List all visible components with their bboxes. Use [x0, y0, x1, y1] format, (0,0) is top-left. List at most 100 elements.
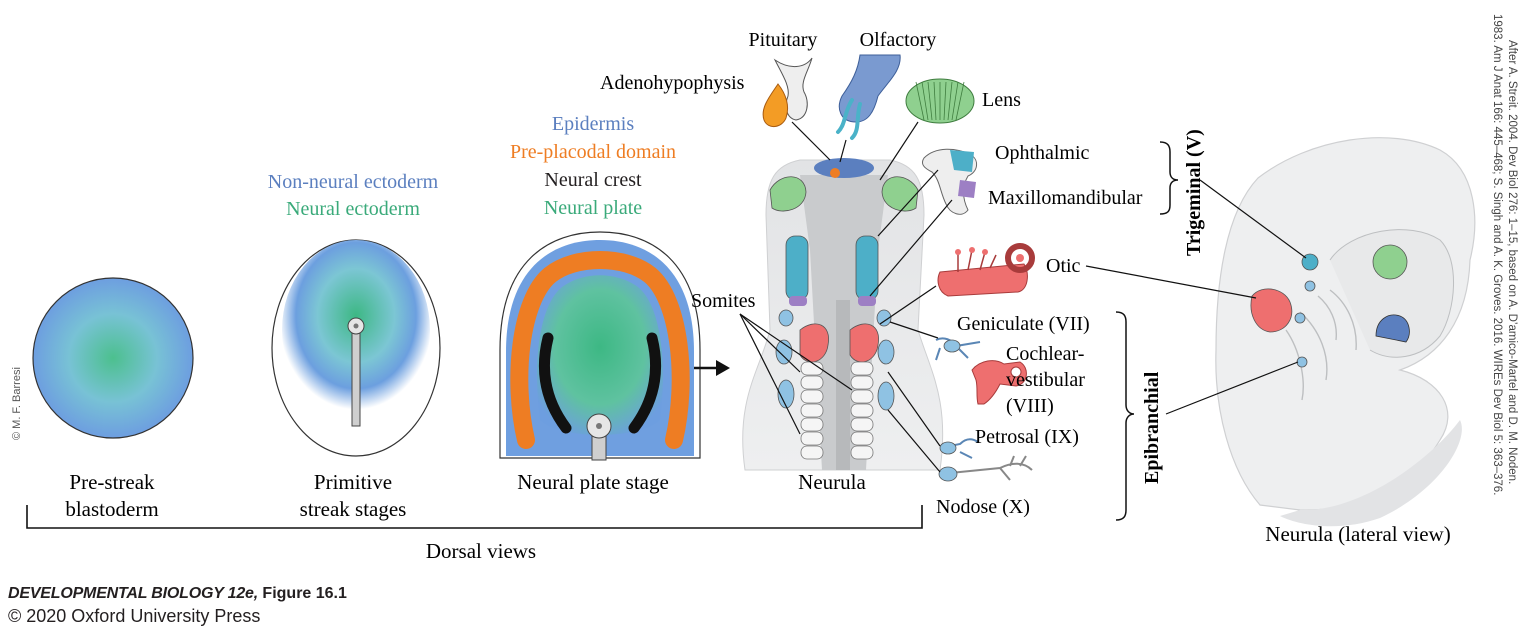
ophthalmic-label: Ophthalmic: [995, 142, 1090, 164]
lens-leader: [879, 121, 919, 181]
maxillo-leader: [869, 199, 953, 297]
somite: [800, 417, 824, 432]
lateral-epibranchial-3: [1296, 356, 1308, 368]
petrosal-leader: [887, 371, 941, 447]
neural-plate-node-center: [596, 423, 602, 429]
lateral-epibranchial-1: [1304, 280, 1316, 292]
somite: [800, 375, 824, 390]
lens-fiber: [921, 81, 929, 121]
petrosal-icon: [939, 438, 979, 459]
lens-fiber: [927, 81, 933, 121]
barresi-copyright: © M. F. Barresi: [11, 367, 23, 440]
somite: [800, 361, 824, 376]
pre-placodal-label: Pre-placodal domain: [510, 141, 676, 163]
pituitary-label: Pituitary: [749, 29, 818, 51]
midline: [836, 300, 850, 470]
ophthalmic-leader: [877, 169, 939, 237]
primitive-label-2: streak stages: [300, 497, 407, 521]
neurula-label: Neurula: [798, 470, 866, 494]
pre-placodal-domain: [510, 251, 690, 449]
lateral-otic-placode: [1250, 288, 1293, 333]
nodose-label: Nodose (X): [936, 496, 1030, 518]
pituitary-leader: [791, 121, 831, 161]
book-credit: DEVELOPMENTAL BIOLOGY 12e, Figure 16.1: [8, 585, 347, 603]
somite: [850, 417, 874, 432]
pituitary-spot: [830, 168, 840, 178]
lateral-embryo-tail: [1280, 420, 1462, 527]
pre-streak-blastoderm: [32, 277, 194, 439]
somite: [850, 431, 874, 446]
neural-plate-stage-label: Neural plate stage: [517, 470, 669, 494]
neural-crest-label: Neural crest: [544, 169, 642, 191]
somite: [800, 389, 824, 404]
somite: [800, 403, 824, 418]
epidermis-label: Epidermis: [552, 113, 634, 135]
epibranchial-right-1: [876, 309, 892, 327]
somite: [850, 375, 874, 390]
branchial-arches: [1285, 289, 1357, 401]
otic-nerves-icon: [957, 249, 997, 272]
somite: [850, 403, 874, 418]
cochlear-label-2: vestibular: [1006, 369, 1085, 391]
neural-crest-right: [628, 332, 662, 434]
citation-line-1: After A. Streit. 2004. Dev Biol 276: 1–1…: [1506, 40, 1518, 484]
lens-fibers: [915, 81, 965, 121]
adenohypophysis-label: Adenohypophysis: [600, 72, 745, 94]
primitive-label-1: Primitive: [314, 470, 392, 494]
nodose-ganglion-icon: [938, 466, 958, 482]
cochlea-center: [1016, 254, 1024, 262]
maxillomandibular-label: Maxillomandibular: [988, 187, 1143, 209]
geniculate-leader: [889, 321, 939, 339]
somite: [850, 361, 874, 376]
otic-placode-right: [849, 323, 879, 363]
ophthalmic-placode-left: [785, 235, 809, 301]
somite: [850, 389, 874, 404]
geniculate-ganglion-icon: [943, 339, 961, 353]
dorsal-views-bracket: [26, 505, 923, 529]
olfactory-epithelium-icon: [836, 98, 862, 140]
cochlear-ganglion-icon: [1010, 366, 1022, 378]
olfactory-leader: [839, 139, 847, 163]
neural-plate-label: Neural plate: [544, 197, 642, 219]
lateral-epibranchial-2: [1294, 312, 1306, 324]
otic-leader: [879, 285, 937, 325]
nodose-leader: [887, 409, 941, 473]
somite: [800, 445, 824, 460]
epibranchial-bracket: [1115, 311, 1135, 521]
stage-arrow-icon: [716, 360, 730, 376]
maxillo-placode-left: [789, 296, 807, 306]
epibranchial-left-1: [778, 309, 794, 327]
maxillomandibular-icon: [958, 180, 976, 198]
trigeminal-bracket: [1159, 141, 1179, 215]
olfactory-placode-left: [769, 176, 807, 212]
epibranchial-label: Epibranchial: [1141, 371, 1163, 484]
citation-line-2: 1983. Am J Anat 166: 445–468; S. Singh a…: [1491, 14, 1503, 495]
somite: [850, 445, 874, 460]
cochlear-label-1: Cochlear-: [1006, 343, 1084, 365]
lateral-olfactory-placode: [1375, 314, 1410, 343]
node-center: [353, 323, 359, 329]
dorsal-views-label: Dorsal views: [426, 539, 536, 563]
figure-number: Figure 16.1: [262, 585, 347, 602]
lens-fiber: [933, 81, 937, 121]
lens-fiber: [955, 81, 965, 121]
neural-crest-left: [538, 332, 572, 434]
somites-leader-1: [739, 313, 801, 373]
epibranchial-right-2: [877, 339, 895, 365]
epibranchial-left-3: [777, 379, 795, 409]
geniculate-label: Geniculate (VII): [957, 313, 1090, 335]
pituitary-icon: [773, 57, 813, 121]
lateral-head-fold: [1329, 229, 1455, 358]
epibranchial-right-3: [877, 381, 895, 411]
lens-label: Lens: [982, 89, 1021, 111]
ophthalmic-icon: [950, 150, 974, 172]
lateral-view-label: Neurula (lateral view): [1265, 522, 1450, 546]
lens-fiber: [915, 81, 925, 121]
neural-plate: [537, 275, 663, 435]
adenohypophysis-icon: [762, 83, 789, 127]
non-neural-ectoderm-label: Non-neural ectoderm: [268, 171, 439, 193]
somites-label: Somites: [691, 290, 756, 312]
petrosal-label: Petrosal (IX): [975, 426, 1079, 448]
somites-leader-2: [739, 313, 801, 435]
